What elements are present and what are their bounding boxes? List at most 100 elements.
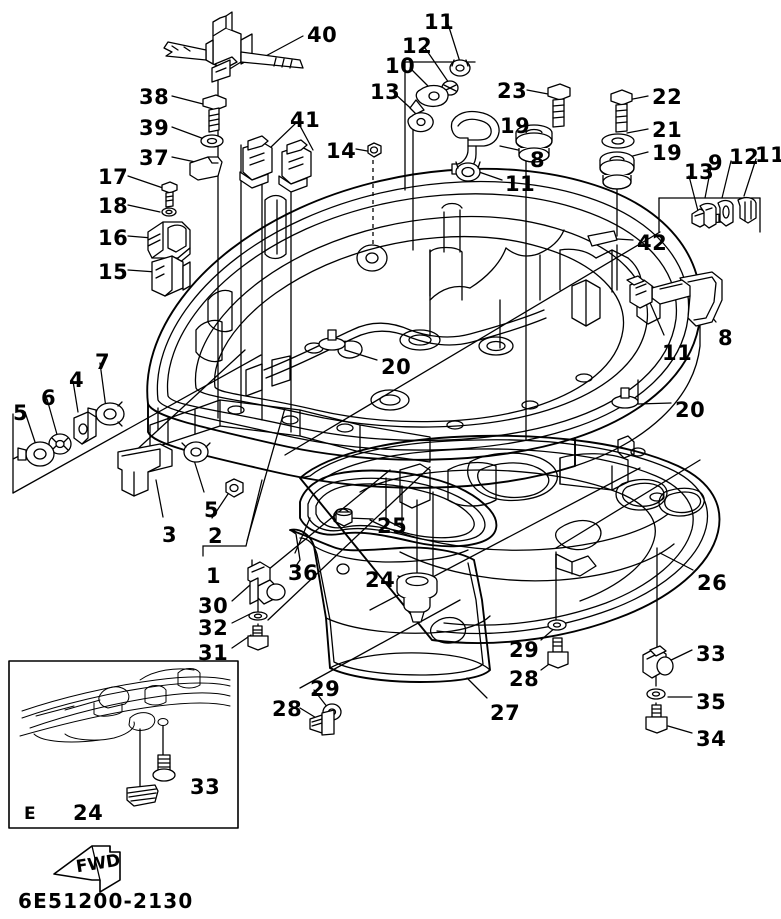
part-22-bolt [610, 89, 633, 133]
callout-16: 16 [98, 226, 129, 250]
callout-32: 32 [198, 616, 229, 640]
part-25-screw [335, 507, 353, 527]
callout-19: 19 [500, 114, 531, 138]
part-30-clamp [247, 561, 286, 605]
callout-33: 33 [696, 642, 727, 666]
part-40-cable-tie [163, 11, 304, 83]
callout-40: 40 [307, 23, 338, 47]
callout-27: 27 [490, 701, 521, 725]
part-5-grommet-a [17, 441, 55, 467]
part-33-clip [642, 645, 674, 679]
part-9-clip [699, 202, 717, 229]
part-15-block [151, 255, 191, 297]
callout-13: 13 [684, 160, 715, 184]
callout-24: 24 [73, 801, 104, 825]
callout-42: 42 [637, 231, 668, 255]
lower-cowling-26 [299, 434, 721, 644]
part-37-grommet [189, 156, 223, 181]
part-2-nut [225, 478, 244, 498]
small-parts [17, 11, 757, 736]
callout-29: 29 [509, 638, 540, 662]
callout-25: 25 [377, 514, 408, 538]
diagram-part-number: 6E51200-2130 [18, 889, 194, 913]
callout-39: 39 [139, 116, 170, 140]
callout-11: 11 [424, 10, 455, 34]
part-12-washer-b [717, 199, 734, 227]
part-11-grommet-b [455, 161, 481, 182]
part-16-bracket [147, 221, 191, 265]
callout-1: 1 [206, 564, 222, 588]
callout-35: 35 [696, 690, 727, 714]
callout-8: 8 [718, 326, 734, 350]
callout-5: 5 [13, 401, 29, 425]
part-28-bolt-b [547, 637, 569, 669]
callout-29: 29 [310, 677, 341, 701]
callout-4: 4 [69, 368, 85, 392]
part-11-nut-c [737, 196, 757, 224]
callout-15: 15 [98, 260, 129, 284]
callout-28: 28 [272, 697, 303, 721]
callout-2: 2 [208, 524, 224, 548]
part-5-grommet-b [181, 441, 211, 463]
part-3-stopper [117, 443, 173, 497]
callout-30: 30 [198, 594, 229, 618]
part-38-bolt [202, 94, 227, 133]
part-11-clip-d [626, 275, 653, 309]
part-20-grommets [318, 329, 639, 409]
callout-11: 11 [662, 341, 693, 365]
callout-8: 8 [530, 148, 546, 172]
callout-38: 38 [139, 85, 170, 109]
callout-17: 17 [98, 165, 129, 189]
part-23-bolt [547, 83, 571, 128]
callout-9: 9 [708, 151, 724, 175]
part-6-washer [48, 433, 72, 455]
callout-7: 7 [95, 350, 111, 374]
part-21-washer [601, 133, 635, 149]
callout-21: 21 [652, 118, 683, 142]
callout-20: 20 [381, 355, 412, 379]
callout-20: 20 [675, 398, 706, 422]
callout-12: 12 [402, 34, 433, 58]
callout-34: 34 [696, 727, 727, 751]
part-42-label [587, 230, 618, 247]
callout-28: 28 [509, 667, 540, 691]
callout-22: 22 [652, 85, 683, 109]
callout-26: 26 [697, 571, 728, 595]
callout-3: 3 [162, 523, 178, 547]
inset-box-e [8, 660, 239, 829]
callout-13: 13 [370, 80, 401, 104]
part-39-washer [200, 134, 224, 148]
part-4-bracket [73, 411, 97, 445]
part-31-bolt [247, 625, 269, 651]
callout-11: 11 [505, 172, 536, 196]
callout-10: 10 [385, 54, 416, 78]
callout-18: 18 [98, 194, 129, 218]
part-35-washer [646, 688, 666, 700]
part-34-bolt [645, 704, 668, 734]
part-19-spacer-a [515, 124, 553, 163]
projection-lines [12, 61, 761, 721]
callout-41: 41 [290, 108, 321, 132]
callout-33: 33 [190, 775, 221, 799]
callout-19: 19 [652, 141, 683, 165]
callout-14: 14 [326, 139, 357, 163]
inset-label-e: E [24, 804, 36, 824]
part-29-washer-b [547, 619, 567, 631]
lower-front-cover-27 [289, 528, 491, 683]
part-24-plug-main [396, 572, 438, 623]
part-32-washer [248, 611, 268, 621]
upper-cowling-body [146, 167, 702, 489]
callout-6: 6 [41, 386, 57, 410]
part-18-washer [161, 207, 177, 217]
callout-36: 36 [288, 561, 319, 585]
callout-23: 23 [497, 79, 528, 103]
callout-37: 37 [139, 146, 170, 170]
fwd-arrow [53, 845, 121, 893]
callout-11: 11 [755, 143, 781, 167]
part-28-bolt-a [309, 709, 335, 736]
part-14-nut [367, 142, 382, 158]
part-8-handle-right [641, 271, 723, 327]
callout-12: 12 [729, 145, 760, 169]
